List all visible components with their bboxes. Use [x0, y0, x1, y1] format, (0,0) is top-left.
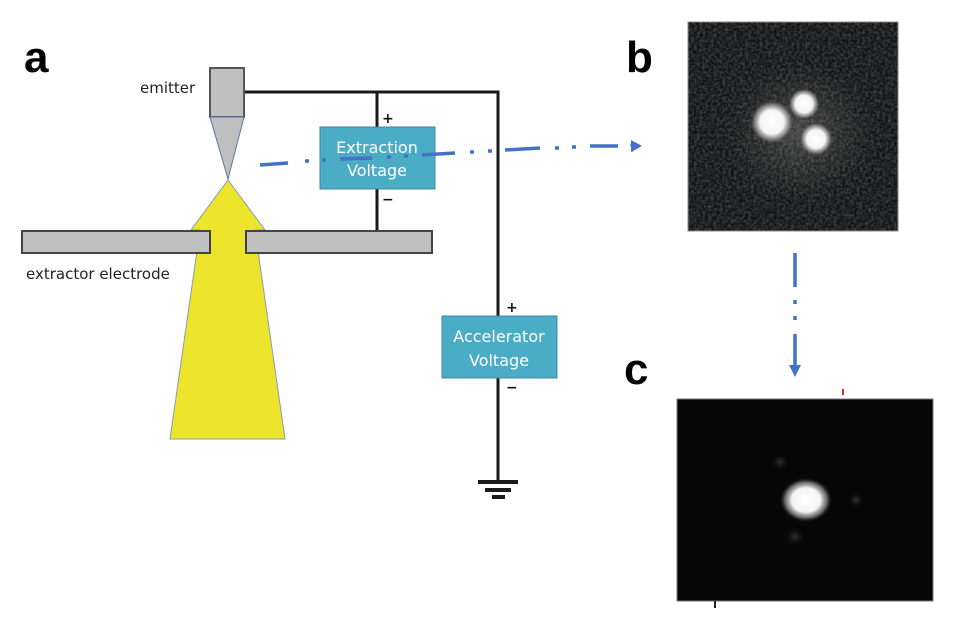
bright-spot [780, 478, 832, 522]
accelerator-plus-sign: + [506, 300, 518, 316]
extraction-plus-sign: + [382, 111, 394, 127]
extraction-voltage-box: Extraction Voltage [319, 126, 436, 190]
extraction-voltage-line2: Voltage [347, 161, 407, 180]
image-b [688, 22, 898, 231]
emitter-label: emitter [140, 79, 196, 97]
electron-beam [169, 179, 286, 440]
accelerator-voltage-line1: Accelerator [453, 327, 545, 346]
panel-label-a: a [24, 33, 49, 82]
arrow-head-down-icon [789, 365, 801, 377]
image-c [662, 389, 938, 608]
panel-label-c: c [624, 345, 648, 394]
extractor-electrode [21, 230, 433, 254]
bright-spot [788, 88, 820, 120]
arrow-a-to-b [259, 144, 618, 167]
bright-spot [799, 122, 833, 156]
ground-icon [478, 480, 518, 499]
bright-spot [750, 100, 794, 144]
emitter [209, 67, 245, 181]
arrow-head-right-icon [631, 140, 642, 152]
accelerator-voltage-line2: Voltage [469, 351, 529, 370]
extractor-electrode-label: extractor electrode [26, 265, 170, 283]
panel-label-b: b [626, 33, 653, 82]
accelerator-voltage-box: Accelerator Voltage [441, 315, 558, 379]
accelerator-minus-sign: − [506, 380, 518, 396]
extraction-voltage-line1: Extraction [336, 138, 418, 157]
extraction-minus-sign: − [382, 192, 394, 208]
